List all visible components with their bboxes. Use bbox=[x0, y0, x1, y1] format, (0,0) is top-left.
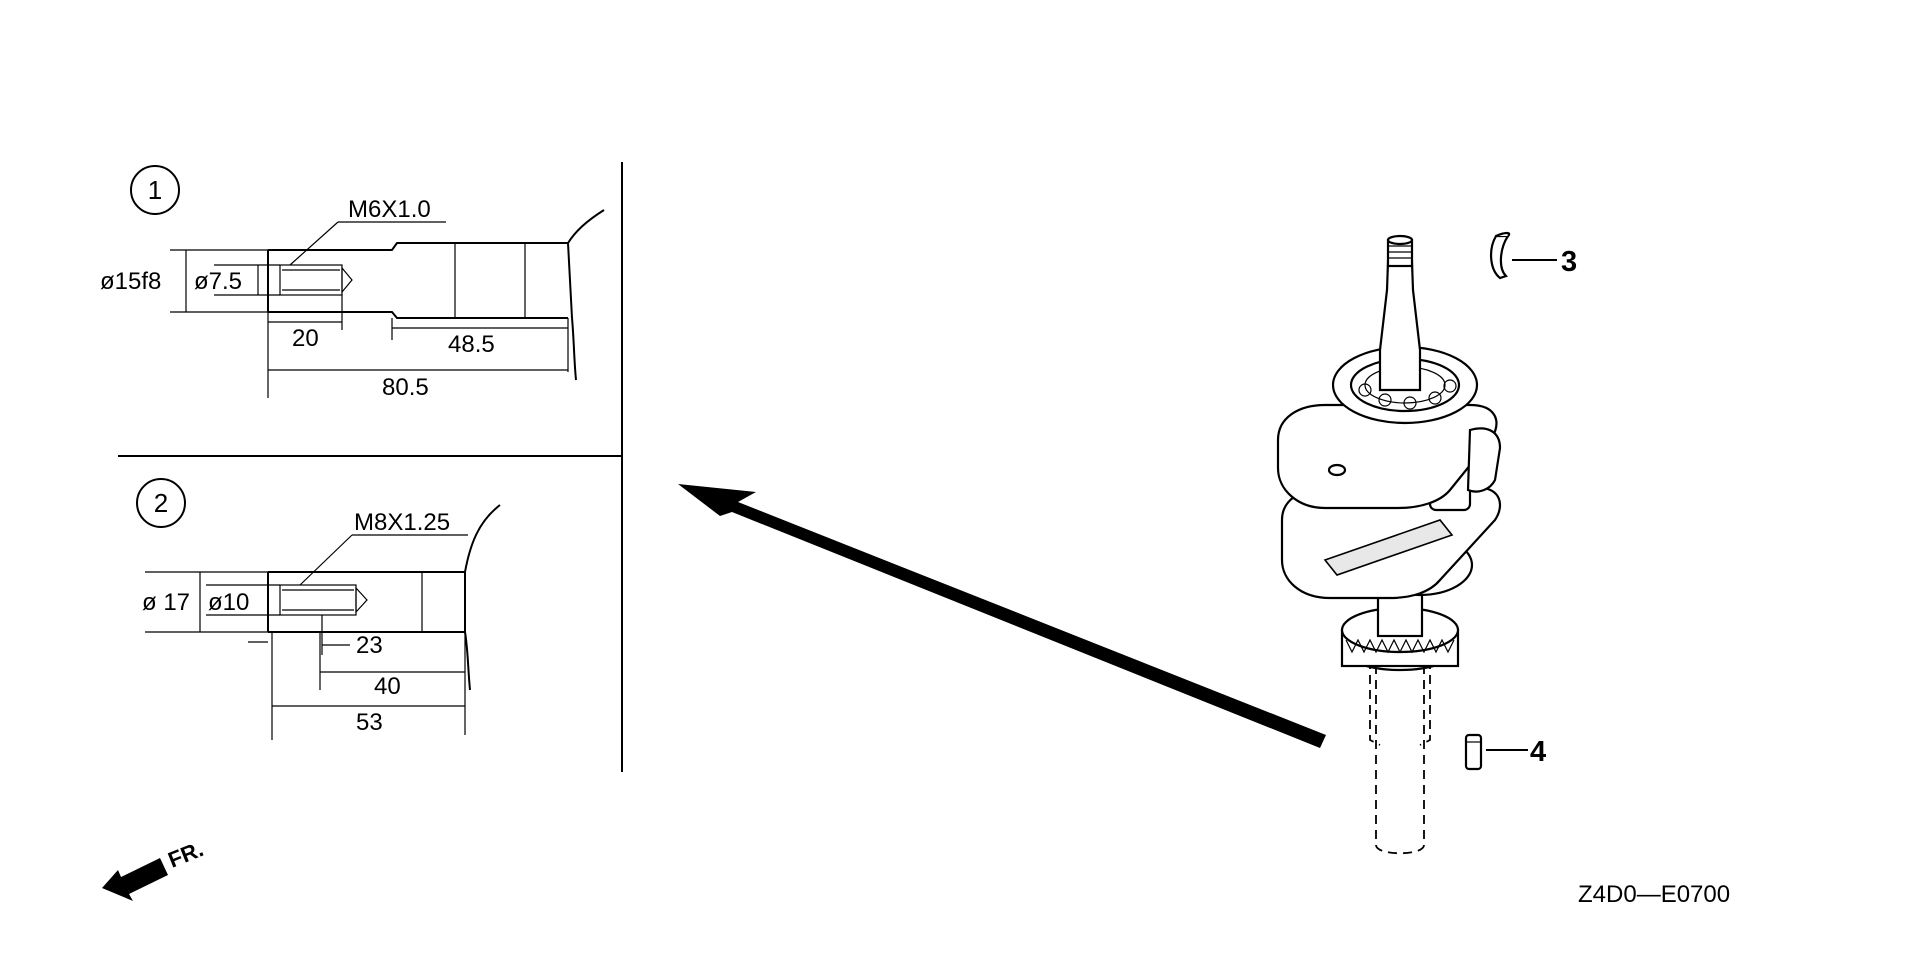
detail-1-number: 1 bbox=[148, 175, 162, 205]
part-4-callout: 4 bbox=[1530, 736, 1546, 768]
diagram-code: Z4D0—E0700 bbox=[1578, 881, 1730, 908]
detail-1-thread-label: M6X1.0 bbox=[348, 196, 431, 223]
detail-2-outer-diameter: ø 17 bbox=[142, 589, 190, 616]
detail-1-dim-shaft: 48.5 bbox=[448, 331, 495, 358]
detail-2-number: 2 bbox=[154, 488, 168, 518]
detail-1-dim-hole-depth: 20 bbox=[292, 325, 319, 352]
detail-2: 2 M8X1.25 ø 17 ø10 23 bbox=[136, 478, 501, 740]
detail-1-dim-total: 80.5 bbox=[382, 374, 429, 401]
detail-pointer-arrow bbox=[678, 484, 1326, 748]
detail-2-shaft bbox=[267, 504, 501, 691]
part-3-callout: 3 bbox=[1561, 246, 1577, 278]
part-3-woodruff-key: 3 bbox=[1490, 231, 1577, 280]
detail-2-thread-label: M8X1.25 bbox=[354, 509, 450, 536]
part-4-pin: 4 bbox=[1464, 733, 1546, 771]
front-indicator-label: FR. bbox=[165, 836, 207, 872]
detail-1-number-circle bbox=[130, 165, 180, 215]
detail-2-dim-hole-depth: 23 bbox=[356, 632, 383, 659]
front-arrow-icon bbox=[102, 858, 168, 901]
detail-2-number-circle bbox=[136, 478, 186, 528]
front-direction-indicator: FR. bbox=[102, 836, 207, 901]
detail-2-dim-total: 53 bbox=[356, 709, 383, 736]
crankshaft-illustration bbox=[1276, 234, 1502, 855]
detail-2-inner-diameter: ø10 bbox=[208, 589, 249, 616]
detail-1-shaft bbox=[267, 209, 605, 381]
detail-1-inner-diameter: ø7.5 bbox=[194, 268, 242, 295]
detail-1-outer-diameter: ø15f8 bbox=[100, 268, 161, 295]
detail-2-dim-shaft: 40 bbox=[374, 673, 401, 700]
detail-1: 1 M6X1.0 ø15f8 ø7.5 bbox=[100, 165, 605, 401]
